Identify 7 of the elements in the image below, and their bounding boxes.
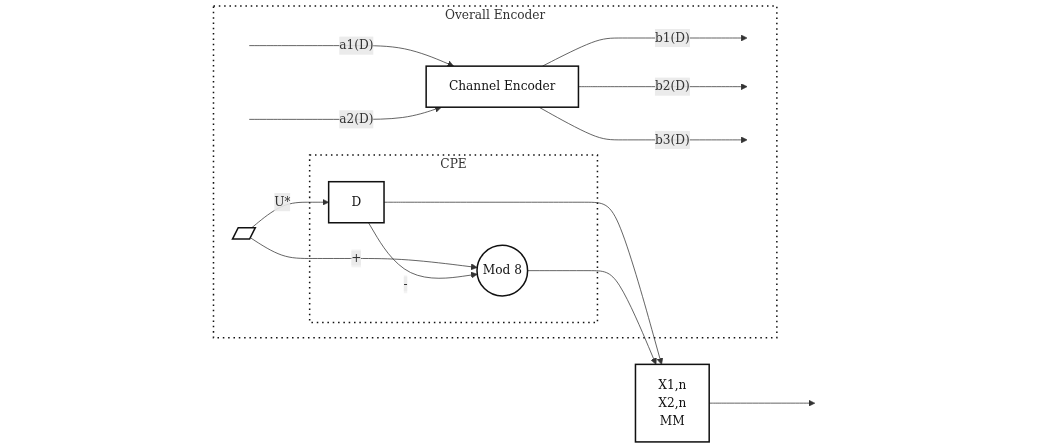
edge-label: + xyxy=(351,250,362,266)
edge-label: - xyxy=(403,276,408,292)
process-box: D xyxy=(327,180,385,224)
process-box: Channel Encoder xyxy=(425,65,580,108)
process-box: X1,n X2,n MM xyxy=(634,363,710,443)
adder-circle: Mod 8 xyxy=(476,244,529,297)
switch-symbol xyxy=(231,226,257,240)
